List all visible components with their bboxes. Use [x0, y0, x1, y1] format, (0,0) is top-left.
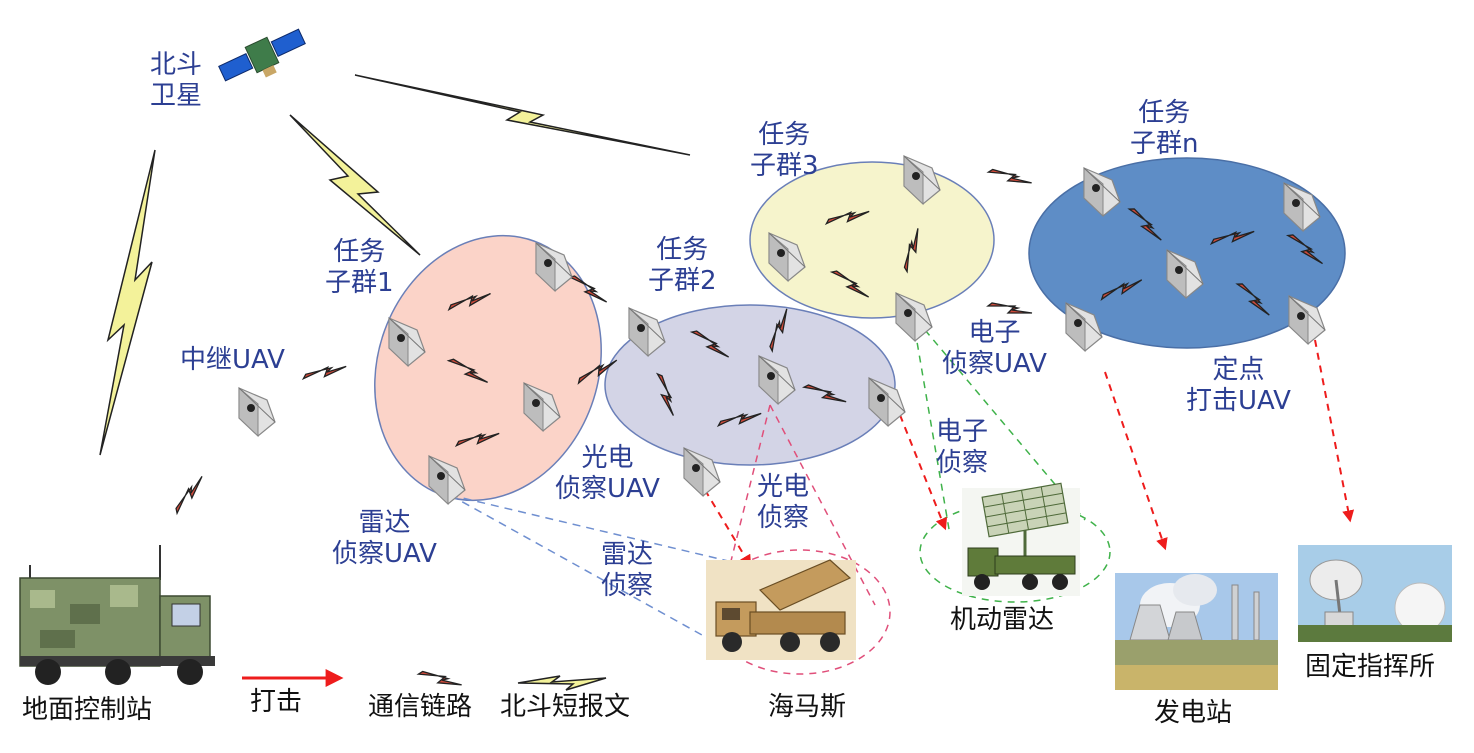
group3-ellipse — [749, 161, 995, 319]
satellite-icon — [218, 28, 306, 82]
mobile-radar-label: 机动雷达 — [950, 605, 1055, 635]
eo-recon-label: 光电 侦察 — [757, 472, 810, 533]
ground-station-label: 地面控制站 — [22, 695, 153, 725]
ew-recon-label: 电子 侦察 — [936, 417, 989, 478]
legend-comm-link-label: 通信链路 — [368, 692, 473, 722]
power-plant-icon — [1115, 573, 1278, 690]
satellite-label: 北斗 卫星 — [150, 50, 203, 111]
group1-label: 任务 子群1 — [325, 237, 394, 298]
beidou-link — [289, 114, 421, 256]
radar-recon-beams — [449, 494, 746, 646]
command-post-label: 固定指挥所 — [1305, 652, 1436, 682]
legend-beidou-label: 北斗短报文 — [500, 692, 631, 722]
beidou-link — [99, 149, 156, 456]
eo-uav-label: 光电 侦察UAV — [555, 443, 660, 504]
group2-label: 任务 子群2 — [648, 235, 717, 296]
strike-arrow — [704, 489, 752, 568]
legend-strike-label: 打击 — [250, 687, 303, 717]
relay-uav-label: 中继UAV — [180, 345, 285, 375]
group2-ellipse — [604, 304, 896, 466]
strike-uav-label: 定点 打击UAV — [1186, 355, 1291, 416]
radar-recon-label: 雷达 侦察 — [601, 540, 654, 601]
drone-icon — [238, 387, 276, 437]
group3-label: 任务 子群3 — [750, 120, 819, 181]
command-post-icon — [1298, 545, 1452, 642]
mobile-radar-icon — [962, 482, 1080, 596]
ground-station-icon — [19, 545, 215, 685]
radar-uav-label: 雷达 侦察UAV — [332, 508, 437, 569]
ew-uav-label: 电子 侦察UAV — [942, 318, 1047, 379]
himars-icon — [706, 559, 856, 660]
beidou-link — [354, 74, 691, 156]
power-plant-label: 发电站 — [1154, 698, 1233, 728]
strike-arrow — [1104, 371, 1168, 551]
ew-recon-beams — [914, 329, 1111, 603]
himars-label: 海马斯 — [768, 692, 847, 722]
beidou-legend-bolt — [517, 675, 607, 691]
groupn-label: 任务 子群n — [1130, 98, 1199, 159]
strike-arrow — [1314, 339, 1355, 523]
